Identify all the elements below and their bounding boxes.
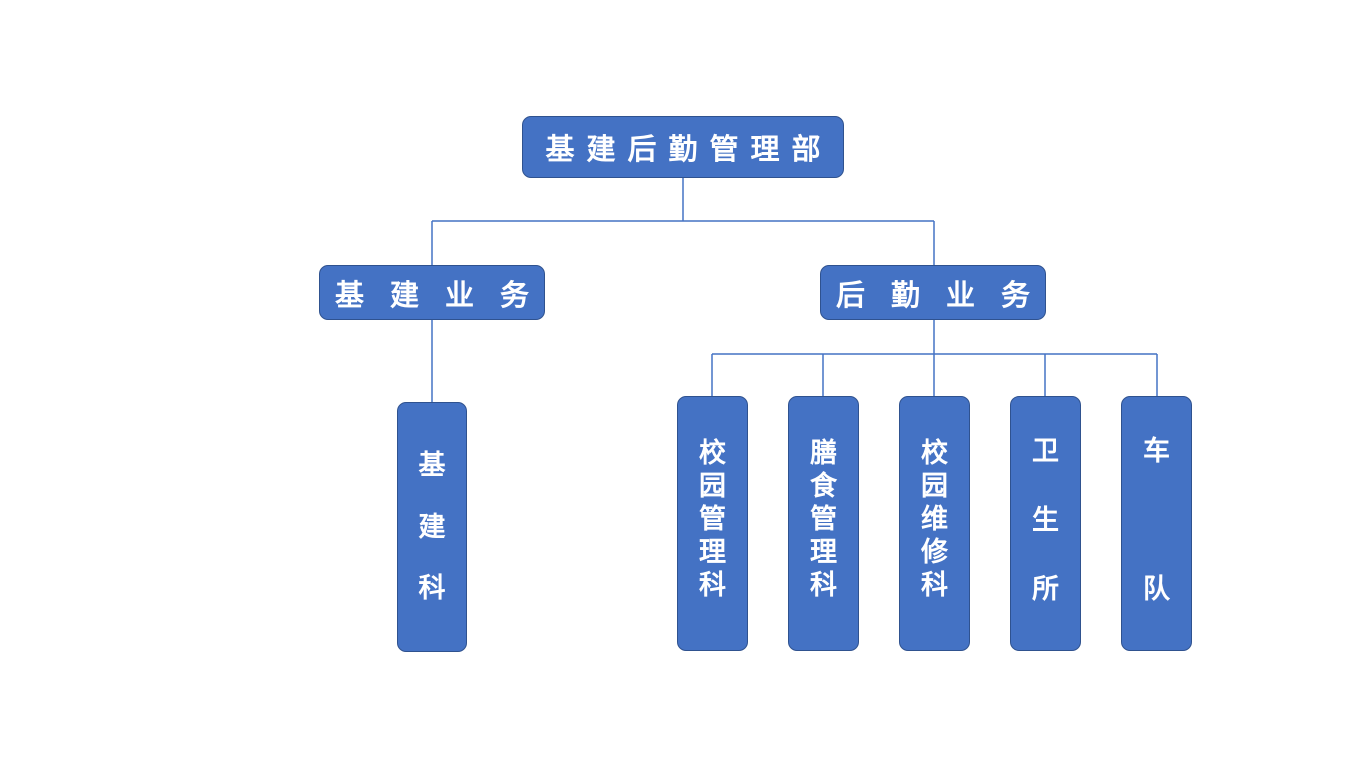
node-label-char: 建 — [586, 132, 616, 166]
node-label-char: 基 — [545, 132, 575, 166]
node-label-char: 所 — [1032, 574, 1059, 605]
node-label-char: 务 — [500, 277, 530, 312]
node-label-char: 维 — [921, 504, 948, 535]
node-label-char: 园 — [699, 471, 726, 502]
branch-node-jijian-yewu: 基建业务 — [319, 265, 545, 320]
node-label-char: 勤 — [890, 277, 920, 312]
node-label-char: 科 — [810, 570, 837, 601]
node-label-char: 理 — [810, 537, 837, 568]
node-label-char: 部 — [791, 132, 821, 166]
dept-node-campus-management: 校园管理科 — [677, 396, 748, 651]
node-label-char: 修 — [921, 537, 948, 568]
node-label-char: 后 — [627, 132, 657, 166]
node-label-char: 管 — [810, 504, 837, 535]
node-label-char: 管 — [699, 504, 726, 535]
dept-node-fleet: 车队 — [1121, 396, 1192, 651]
node-label-char: 后 — [835, 277, 865, 312]
branch-node-houqin-yewu: 后勤业务 — [820, 265, 1046, 320]
node-label-char: 食 — [810, 471, 837, 502]
node-label-char: 勤 — [668, 132, 698, 166]
node-label-char: 建 — [418, 511, 446, 543]
org-root-node: 基建后勤管理部 — [522, 116, 844, 178]
dept-node-jijianke: 基建科 — [397, 402, 467, 652]
node-label-char: 车 — [1143, 436, 1170, 467]
node-label-char: 科 — [699, 570, 726, 601]
node-label-char: 业 — [445, 277, 475, 312]
node-label-char: 队 — [1143, 574, 1170, 605]
node-label-char: 理 — [699, 537, 726, 568]
dept-node-dining-management: 膳食管理科 — [788, 396, 859, 651]
dept-node-campus-repair: 校园维修科 — [899, 396, 970, 651]
node-label-char: 理 — [750, 132, 780, 166]
node-label-char: 园 — [921, 471, 948, 502]
node-label-char: 管 — [709, 132, 739, 166]
node-label-char: 生 — [1032, 505, 1059, 536]
node-label-char: 膳 — [810, 438, 837, 469]
node-label-char: 基 — [418, 450, 446, 482]
node-label-char: 卫 — [1032, 436, 1059, 467]
node-label-char: 科 — [921, 570, 948, 601]
node-label-char: 业 — [946, 277, 976, 312]
dept-node-clinic: 卫生所 — [1010, 396, 1081, 651]
node-label-char: 建 — [389, 277, 419, 312]
node-label-char: 校 — [921, 438, 948, 469]
node-label-char: 科 — [418, 572, 446, 604]
node-label-char: 基 — [334, 277, 364, 312]
node-label-char: 校 — [699, 438, 726, 469]
node-label-char: 务 — [1001, 277, 1031, 312]
